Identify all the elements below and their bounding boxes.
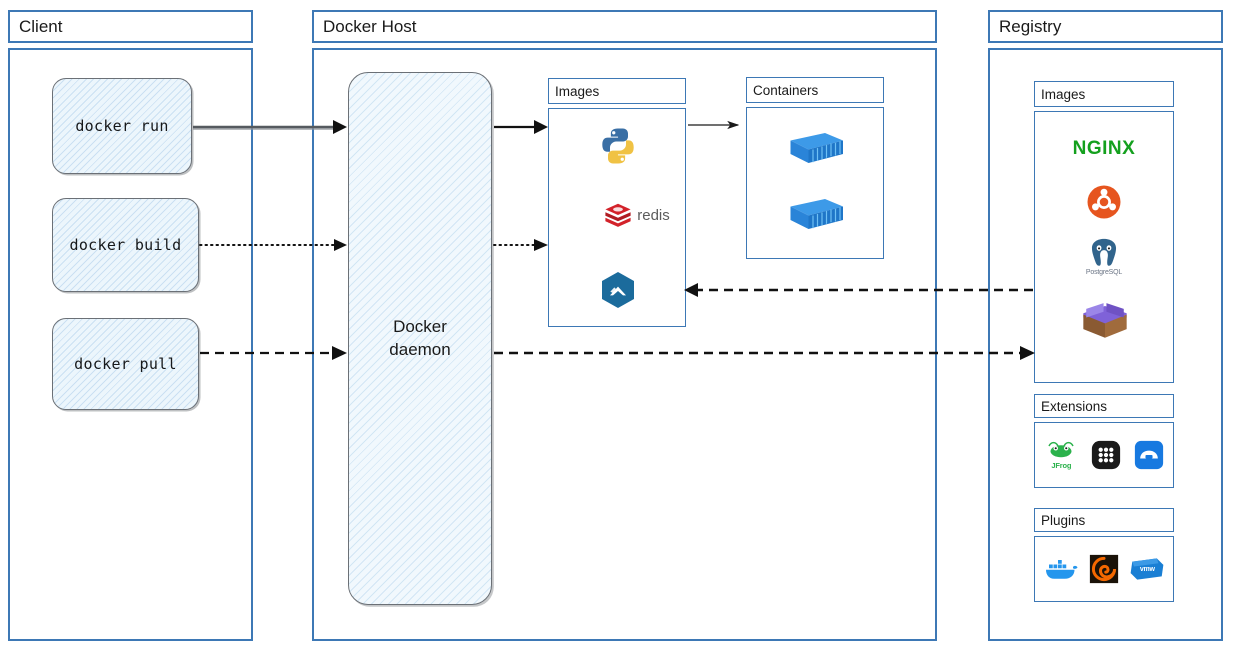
app-grid-icon <box>1089 438 1123 472</box>
command-label-docker-pull: docker pull <box>74 355 177 373</box>
vmware-logo-label: vmw <box>1139 565 1155 573</box>
subpanel-title-registry-extensions: Extensions <box>1034 394 1174 418</box>
panel-title-client-label: Client <box>19 17 63 36</box>
python-icon <box>597 124 639 168</box>
command-label-docker-build: docker build <box>69 236 182 254</box>
registry-plugins-icon-row: vmw <box>1038 542 1170 596</box>
redis-icon: redis <box>586 200 688 230</box>
docker-whale-icon <box>1042 552 1080 586</box>
redis-label: redis <box>637 206 670 224</box>
panel-title-client: Client <box>8 10 253 43</box>
grafana-logo-icon <box>1087 552 1121 586</box>
subpanel-title-registry-images: Images <box>1034 81 1174 107</box>
registry-extensions-icon-row: JFrog <box>1038 428 1170 482</box>
command-box-docker-build[interactable]: docker build <box>52 198 199 292</box>
subpanel-title-registry-images-label: Images <box>1041 86 1086 102</box>
subpanel-title-host-containers-label: Containers <box>753 82 819 98</box>
subpanel-title-registry-plugins-label: Plugins <box>1041 512 1086 528</box>
panel-title-docker-host-label: Docker Host <box>323 17 417 36</box>
jfrog-logo-icon: JFrog <box>1042 435 1080 475</box>
subpanel-title-host-images: Images <box>548 78 686 104</box>
postgresql-logo-label: PostgreSQL <box>1085 268 1123 276</box>
subpanel-title-registry-plugins: Plugins <box>1034 508 1174 532</box>
panel-title-registry: Registry <box>988 10 1223 43</box>
ubuntu-logo-icon <box>1084 182 1124 222</box>
panel-title-docker-host: Docker Host <box>312 10 937 43</box>
shipping-container-icon <box>785 126 847 170</box>
mattermost-icon <box>597 268 639 312</box>
shipping-container-icon <box>785 192 847 236</box>
docker-daemon-label: Docker daemon <box>389 316 451 359</box>
command-box-docker-run[interactable]: docker run <box>52 78 192 174</box>
command-label-docker-run: docker run <box>75 117 169 135</box>
subpanel-title-host-containers: Containers <box>746 77 884 103</box>
subpanel-body-host-containers <box>746 107 884 259</box>
nginx-logo-icon: NGINX <box>1044 132 1164 166</box>
jfrog-logo-label: JFrog <box>1051 461 1072 470</box>
package-box-icon <box>1078 295 1132 343</box>
subpanel-title-registry-extensions-label: Extensions <box>1041 398 1108 414</box>
command-box-docker-pull[interactable]: docker pull <box>52 318 199 410</box>
subpanel-title-host-images-label: Images <box>555 83 600 99</box>
postgresql-logo-icon: PostgreSQL <box>1080 232 1128 280</box>
docker-daemon-box: Docker daemon <box>348 72 492 605</box>
panel-title-registry-label: Registry <box>999 17 1062 36</box>
vmware-logo-icon: vmw <box>1128 552 1166 586</box>
nginx-logo-label: NGINX <box>1072 138 1136 159</box>
blue-app-tile-icon <box>1132 438 1166 472</box>
